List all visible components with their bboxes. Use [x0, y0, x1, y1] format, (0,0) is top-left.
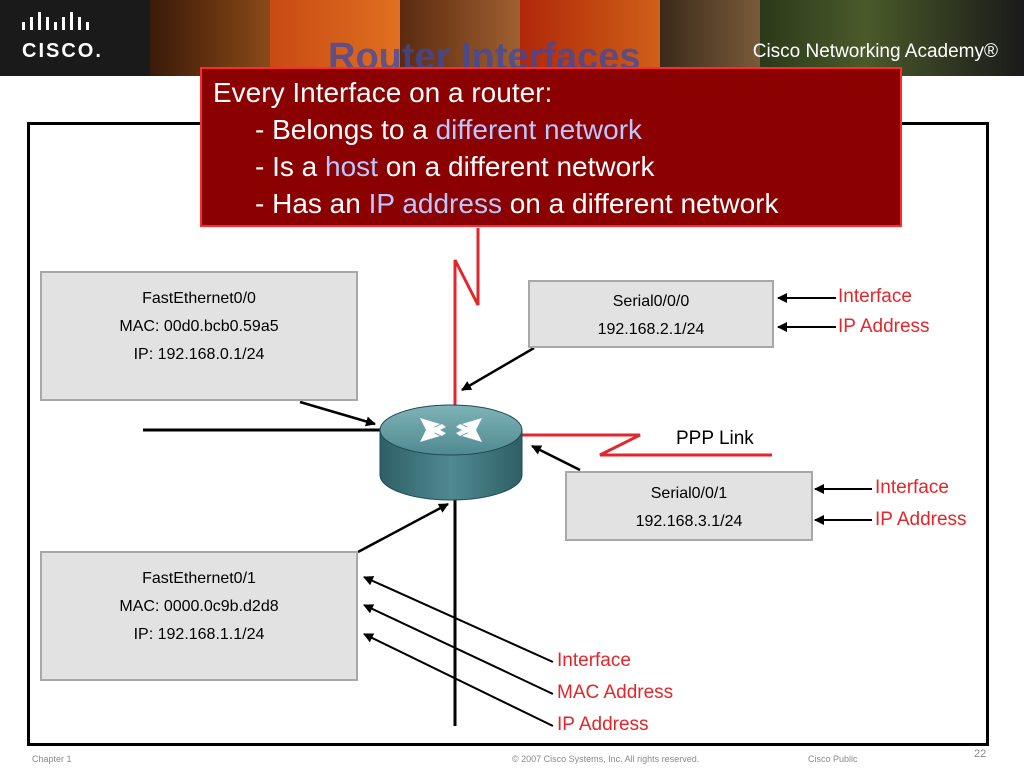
callout-heading: Every Interface on a router:: [213, 77, 553, 108]
fe01-name: FastEthernet0/1: [142, 570, 256, 587]
banner-photo: [660, 0, 760, 76]
callout-text: on a different network: [501, 188, 779, 219]
arrow-fe01-interface: [363, 576, 554, 663]
callout-text: - Has an: [255, 188, 369, 219]
fe00-ip: IP: 192.168.0.1/24: [133, 346, 265, 363]
arrow-s000-to-router: [461, 346, 535, 392]
banner-photo: [150, 0, 270, 76]
arrow-fe01-mac: [363, 604, 554, 695]
router-icon: [379, 404, 523, 501]
callout-text: on a different network: [377, 151, 655, 182]
academy-brand: Cisco Networking Academy®: [752, 41, 998, 62]
callout-highlight: IP address: [368, 188, 502, 219]
s000-info-box: Serial0/0/0 192.168.2.1/24: [528, 280, 774, 348]
fe00-mac: MAC: 00d0.bcb0.59a5: [119, 318, 279, 335]
callout-bullet-2: - Is a host on a different network: [213, 148, 900, 185]
callout-highlight: host: [325, 151, 378, 182]
callout-bullet-1: - Belongs to a different network: [213, 111, 900, 148]
s000-ip: 192.168.2.1/24: [597, 321, 705, 338]
arrow-fe01-ip: [363, 633, 554, 727]
s001-ip: 192.168.3.1/24: [635, 513, 743, 530]
arrow-fe00-to-router: [299, 400, 376, 427]
arrow-s001-to-router: [531, 444, 581, 472]
s001-name: Serial0/0/1: [650, 485, 728, 502]
banner-photo: [400, 0, 520, 76]
callout-text: - Is a: [255, 151, 326, 182]
cisco-logo: CISCO.: [0, 0, 150, 76]
s001-info-box: Serial0/0/1 192.168.3.1/24: [565, 471, 813, 541]
banner-photo: [270, 0, 400, 76]
callout-box: Every Interface on a router: - Belongs t…: [200, 67, 902, 227]
s001-interface-label: Interface: [875, 477, 949, 498]
s000-ip-label: IP Address: [838, 316, 930, 337]
footer-chapter: Chapter 1: [32, 754, 72, 764]
callout-bullet-3: - Has an IP address on a different netwo…: [213, 185, 900, 222]
fe01-mac: MAC: 0000.0c9b.d2d8: [119, 598, 279, 615]
fe01-interface-label: Interface: [557, 650, 631, 671]
banner-photo: [520, 0, 660, 76]
footer-copyright: © 2007 Cisco Systems, Inc. All rights re…: [512, 754, 700, 764]
fe01-ip-label: IP Address: [557, 714, 649, 735]
cisco-logo-text: CISCO.: [22, 40, 103, 62]
cisco-bridge-icon: [22, 12, 89, 30]
ppp-link-line: [520, 433, 772, 457]
footer-page-number: 22: [974, 748, 987, 760]
serial-link-up: [453, 228, 480, 420]
s000-interface-label: Interface: [838, 286, 912, 307]
fe01-mac-label: MAC Address: [557, 682, 674, 703]
fe00-info-box: FastEthernet0/0 MAC: 00d0.bcb0.59a5 IP: …: [40, 271, 358, 401]
footer-classification: Cisco Public: [808, 754, 858, 764]
arrow-fe01-to-router: [357, 502, 449, 554]
s000-name: Serial0/0/0: [612, 293, 690, 310]
fe00-name: FastEthernet0/0: [142, 290, 256, 307]
ppp-link-label: PPP Link: [676, 428, 754, 449]
callout-highlight: different network: [435, 114, 643, 145]
banner-photo: [760, 0, 1024, 76]
header-banner: CISCO. Cisco Networking Academy®: [0, 0, 1024, 76]
s001-ip-label: IP Address: [875, 509, 967, 530]
callout-text: - Belongs to a: [255, 114, 436, 145]
fe01-ip: IP: 192.168.1.1/24: [133, 626, 265, 643]
fe01-info-box: FastEthernet0/1 MAC: 0000.0c9b.d2d8 IP: …: [40, 551, 358, 681]
